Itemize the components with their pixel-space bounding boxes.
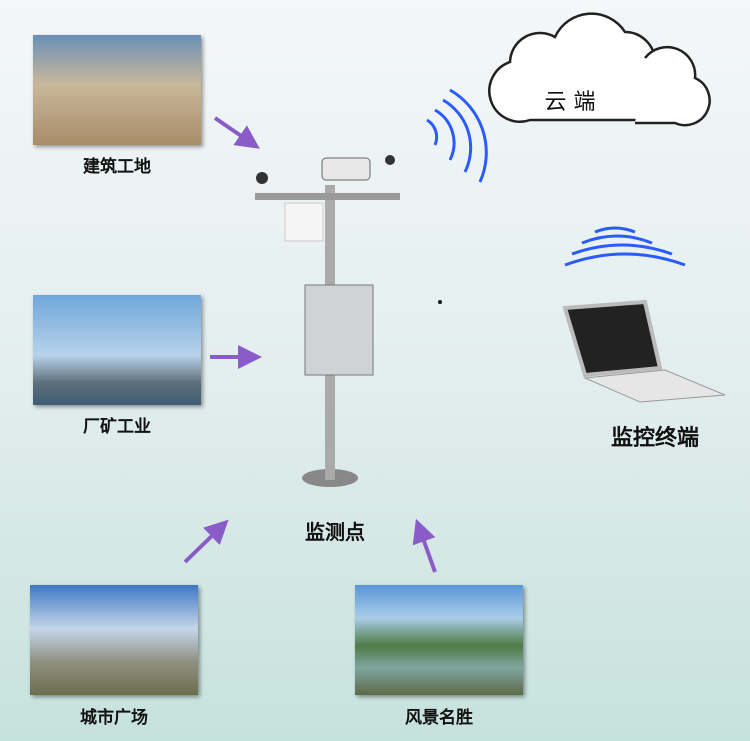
- arrow-scenic: [412, 518, 437, 573]
- signal-waves-icon: [426, 88, 686, 267]
- arrow-construction: [213, 116, 260, 149]
- laptop-icon: [562, 299, 726, 403]
- factory-photo: [33, 295, 201, 405]
- cloud-icon: [488, 12, 711, 127]
- terminal-label: 监控终端: [610, 426, 699, 451]
- weather-station-icon: [255, 155, 400, 487]
- scenic-spot-label: 风景名胜: [405, 708, 473, 728]
- arrow-city: [183, 519, 229, 564]
- construction-site-label: 建筑工地: [83, 157, 151, 177]
- city-square-label: 城市广场: [80, 708, 148, 728]
- city-square-photo: [30, 585, 198, 695]
- factory-label: 厂矿工业: [83, 417, 151, 437]
- scenic-spot-photo: [355, 585, 523, 695]
- station-label: 监测点: [305, 520, 365, 544]
- cloud-label: 云 端: [544, 90, 596, 115]
- construction-site-photo: [33, 35, 201, 145]
